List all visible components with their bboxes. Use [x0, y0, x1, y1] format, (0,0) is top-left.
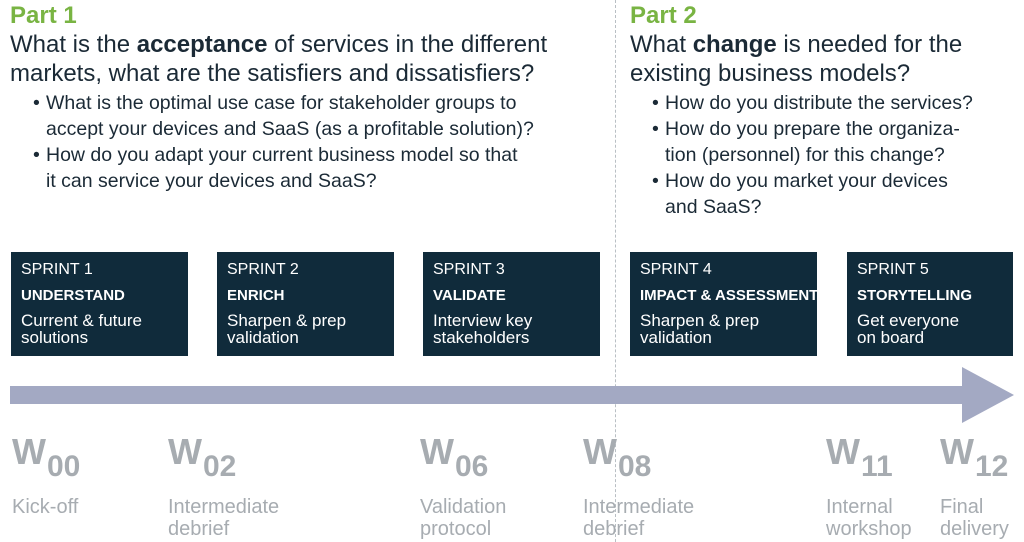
sprint-name: UNDERSTAND [21, 287, 125, 304]
timeline-arrow-shaft [10, 386, 965, 404]
timeline-arrow-head-icon [962, 367, 1014, 423]
week-marker-00: W00 [12, 431, 81, 483]
week-marker-08: W08 [583, 431, 652, 483]
sprint-name: STORYTELLING [857, 287, 973, 304]
week-marker-02: W02 [168, 431, 237, 483]
week-marker-11: W11 [826, 431, 893, 483]
sprint-number: SPRINT 1 [21, 261, 93, 278]
milestone-label-kickoff: Kick-off [12, 496, 79, 518]
bullet-icon: • [33, 144, 40, 166]
part1-bullet-list: •What is the optimal use case for stakeh… [33, 90, 613, 194]
sprint-name: ENRICH [227, 287, 285, 304]
sprint-number: SPRINT 2 [227, 261, 299, 278]
sprint-number: SPRINT 4 [640, 261, 712, 278]
part1-question-post: of services in the different [267, 31, 548, 58]
week-marker-12: W12 [940, 431, 1009, 483]
part2-bullet-list: •How do you distribute the services? •Ho… [652, 90, 1022, 220]
sprint-name: IMPACT & ASSESSMENT [640, 287, 819, 304]
part1-bullet-2: •How do you adapt your current business … [33, 144, 518, 192]
part1-question: What is the acceptance of services in th… [10, 30, 547, 88]
part2-question-pre: What [630, 31, 693, 58]
sprint-name: VALIDATE [433, 287, 506, 304]
part1-question-line2: markets, what are the satisfiers and dis… [10, 60, 535, 87]
part2-question-line2: existing business models? [630, 60, 911, 87]
part-divider-line [615, 0, 616, 542]
part2-label: Part 2 [630, 2, 697, 29]
bullet-icon: • [652, 118, 659, 140]
part2-question-post: is needed for the [776, 31, 963, 58]
bullet-icon: • [652, 170, 659, 192]
bullet-icon: • [652, 92, 659, 114]
sprint-number: SPRINT 5 [857, 261, 929, 278]
sprint-number: SPRINT 3 [433, 261, 505, 278]
part1-bullet-1: •What is the optimal use case for stakeh… [33, 92, 534, 140]
part1-question-bold: acceptance [136, 31, 268, 58]
sprint-4-box: SPRINT 4 IMPACT & ASSESSMENT Sharpen & p… [630, 252, 819, 356]
part2-question: What change is needed for the existing b… [630, 30, 962, 88]
part2-bullet-1: •How do you distribute the services? [652, 92, 973, 114]
part1-label: Part 1 [10, 2, 77, 29]
week-marker-06: W06 [420, 431, 489, 483]
bullet-icon: • [33, 92, 40, 114]
part1-question-pre: What is the [10, 31, 137, 58]
part2-bullet-2: •How do you prepare the organiza-tion (p… [652, 118, 960, 166]
part2-question-bold: change [692, 31, 777, 58]
